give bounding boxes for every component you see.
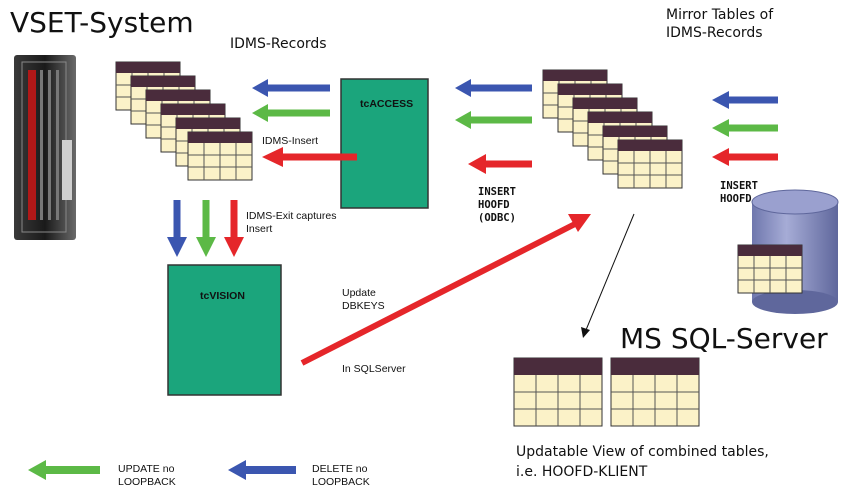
tcvision-label: tcVISION: [200, 290, 245, 302]
mirror-tables-stack: [542, 69, 683, 189]
in-sqlserver-label: In SQLServer: [342, 363, 406, 375]
updatable-view-label: Updatable View of combined tables, i.e. …: [516, 444, 769, 480]
arrow-red-insert-2: [468, 154, 532, 174]
arrow-blue-delete-1: [252, 79, 330, 97]
arrow-blue-down: [167, 200, 187, 257]
arrow-red-update-dbkeys: [300, 214, 591, 366]
page-title: VSET-System: [10, 6, 194, 39]
updatable-view-tables: [513, 357, 700, 427]
arrow-green-update-2: [455, 111, 532, 129]
arrow-blue-delete-3: [712, 91, 778, 109]
tcvision-box: [167, 264, 282, 396]
insert-hoofd-odbc-label: INSERT HOOFD (ODBC): [478, 186, 516, 224]
tcaccess-box: [340, 78, 429, 209]
insert-hoofd-label: INSERT HOOFD: [720, 180, 758, 205]
ms-sql-server-label: MS SQL-Server: [620, 322, 828, 355]
update-dbkeys-label: Update DBKEYS: [342, 287, 385, 312]
legend-delete-label: DELETE no LOOPBACK: [312, 463, 370, 488]
arrow-green-update-3: [712, 119, 778, 137]
tcaccess-label: tcACCESS: [360, 98, 414, 110]
arrow-red-insert-3: [712, 148, 778, 166]
arrow-green-update-1: [252, 104, 330, 122]
arrow-green-down: [196, 200, 216, 257]
mainframe-server-icon: [14, 55, 76, 240]
arrow-red-down: [224, 200, 244, 257]
idms-records-stack: [115, 61, 253, 181]
legend-update-label: UPDATE no LOOPBACK: [118, 463, 176, 488]
idms-exit-label: IDMS-Exit captures Insert: [246, 210, 337, 235]
arrow-blue-delete-2: [455, 79, 532, 97]
legend-green-arrow: [28, 460, 100, 480]
arrow-red-insert-1: [262, 147, 357, 167]
legend-blue-arrow: [228, 460, 296, 480]
arrow-to-view: [581, 213, 635, 338]
mirror-tables-label: Mirror Tables of IDMS-Records: [666, 7, 774, 41]
idms-insert-label: IDMS-Insert: [262, 135, 319, 147]
idms-records-label: IDMS-Records: [230, 36, 327, 52]
